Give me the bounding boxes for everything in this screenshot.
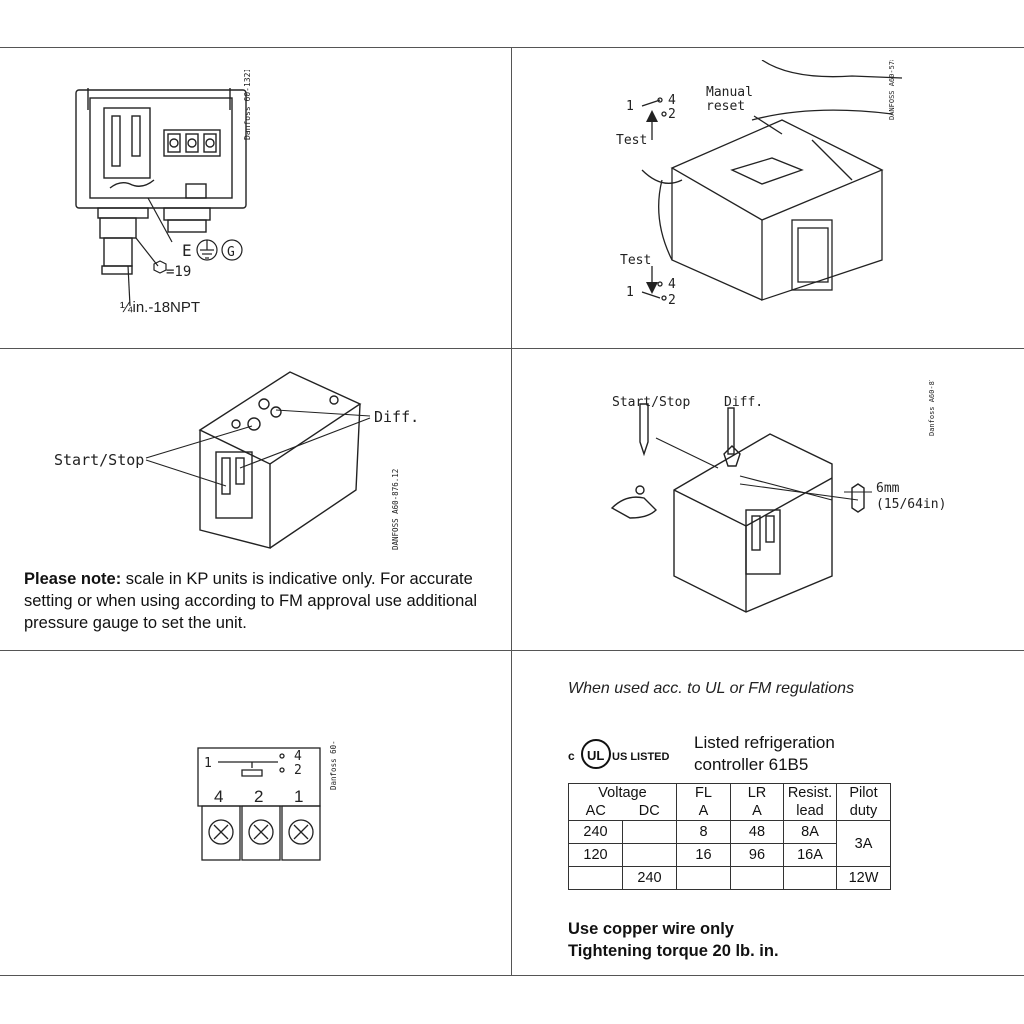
cell-dc — [622, 820, 677, 844]
cell-lr — [730, 866, 784, 890]
scale-note: Please note: scale in KP units is indica… — [24, 568, 502, 634]
fig1-e-label: E — [182, 241, 192, 260]
fig5-t1: 1 — [204, 756, 212, 771]
fig2-term4-top: 4 — [668, 93, 676, 108]
cell-dc: 240 — [622, 866, 677, 890]
cell-resist — [783, 866, 837, 890]
header-lr: LR — [730, 783, 784, 802]
fig4-start-stop: Start/Stop — [612, 395, 690, 410]
table-row: AC DC A A lead duty — [568, 802, 891, 821]
header-resist: Resist. — [783, 783, 837, 802]
fig1-code: Danfoss 60-1321.10 — [243, 70, 252, 140]
fig4-size-in: (15/64in) — [876, 497, 946, 512]
fig2-term2-top: 2 — [668, 107, 676, 122]
fig2-code: DANFOSS A60-578.16 — [888, 60, 896, 120]
table-row: 240 12W — [568, 866, 891, 890]
cell-resist: 8A — [783, 820, 837, 844]
fig5-t2: 2 — [294, 763, 302, 778]
header-lr-unit: A — [730, 802, 784, 821]
cell-ac: 240 — [568, 820, 623, 844]
scale-note-text: scale in KP units is indicative only. Fo… — [24, 570, 478, 632]
header-resist-unit: lead — [783, 802, 837, 821]
fig2-manual-reset-2: reset — [706, 99, 745, 114]
table-row: 240 8 48 8A 3A — [568, 820, 891, 867]
figure-adjust-screws: Start/Stop Diff. DANFOSS A60-876.12 — [54, 371, 419, 550]
fig2-term2-bottom: 2 — [668, 293, 676, 308]
ul-logo-us: US LISTED — [612, 751, 670, 763]
cell-ac — [568, 866, 623, 890]
cell-pilot-dc: 12W — [836, 866, 891, 890]
figure-front-view: E G =19 ¼in.-18NPT Danfoss 60-1321.10 — [75, 70, 252, 316]
grid-line — [0, 975, 1024, 976]
figure-terminal-block: 1 4 2 4 2 1 Danfoss 60-458.14 — [197, 740, 338, 861]
header-ac: AC — [568, 802, 623, 821]
fig4-size-mm: 6mm — [876, 481, 900, 496]
cell-ac: 120 — [568, 843, 623, 867]
fig2-term1-top: 1 — [626, 99, 634, 114]
fig3-code: DANFOSS A60-876.12 — [391, 469, 400, 550]
cell-resist: 16A — [783, 843, 837, 867]
grid-line — [511, 48, 512, 976]
fig1-thread-label: ¼in.-18NPT — [120, 299, 200, 316]
copper-wire-note: Use copper wire only — [568, 920, 734, 938]
grid-line — [0, 348, 1024, 349]
cell-dc — [622, 843, 677, 867]
wiring-footer: Use copper wire only Tightening torque 2… — [568, 918, 779, 962]
grid-line — [0, 650, 1024, 651]
fig3-diff: Diff. — [374, 408, 419, 426]
header-pilot: Pilot — [836, 783, 891, 802]
ul-spec-table: Voltage FL LR Resist. Pilot AC DC A A le… — [568, 783, 891, 890]
ul-logo-ul: UL — [587, 748, 604, 763]
cell-pilot-ac: 3A — [836, 820, 891, 867]
fig2-test-bottom: Test — [620, 253, 651, 268]
listed-line-2: controller 61B5 — [694, 755, 809, 774]
torque-note: Tightening torque 20 lb. in. — [568, 942, 779, 960]
fig2-term1-bottom: 1 — [626, 285, 634, 300]
header-fl: FL — [676, 783, 731, 802]
ul-logo-c: c — [568, 749, 575, 763]
header-fl-unit: A — [676, 802, 731, 821]
fig2-test-top: Test — [616, 133, 647, 148]
grid-line — [0, 47, 1024, 48]
terminal-label-1: 1 — [294, 787, 303, 806]
terminal-label-4: 4 — [214, 787, 223, 806]
terminal-label-2: 2 — [254, 787, 263, 806]
table-row: Voltage FL LR Resist. Pilot — [568, 783, 891, 802]
fig4-diff: Diff. — [724, 395, 763, 410]
cell-fl: 8 — [676, 820, 731, 844]
cell-fl: 16 — [676, 843, 731, 867]
ul-listed-logo: c UL US LISTED — [568, 739, 670, 769]
fig2-term4-bottom: 4 — [668, 277, 676, 292]
cell-fl — [676, 866, 731, 890]
fig4-code: Danfoss A60-877.11 — [928, 380, 936, 436]
fig1-hex-label: =19 — [166, 264, 191, 280]
fig5-code: Danfoss 60-458.14 — [329, 740, 338, 790]
header-voltage: Voltage — [568, 783, 677, 802]
fig2-manual-reset: Manual — [706, 85, 753, 100]
ul-condition: When used acc. to UL or FM regulations — [568, 680, 855, 697]
scale-note-bold: Please note: — [24, 570, 122, 588]
fig5-t4: 4 — [294, 749, 302, 764]
figure-manual-reset: 1 4 2 Test Manual reset Test 1 4 2 DANFO… — [616, 60, 903, 308]
cell-lr: 96 — [730, 843, 784, 867]
header-dc: DC — [622, 802, 677, 821]
listed-line-1: Listed refrigeration — [694, 733, 835, 752]
fig1-g-label: G — [227, 245, 235, 260]
cell-lr: 48 — [730, 820, 784, 844]
listed-text: Listed refrigeration controller 61B5 — [694, 732, 835, 776]
header-pilot-unit: duty — [836, 802, 891, 821]
fig3-start-stop: Start/Stop — [54, 451, 144, 469]
figure-screwdriver-adjust: Start/Stop Diff. 6mm (15/64in) Danfoss A… — [610, 380, 946, 613]
